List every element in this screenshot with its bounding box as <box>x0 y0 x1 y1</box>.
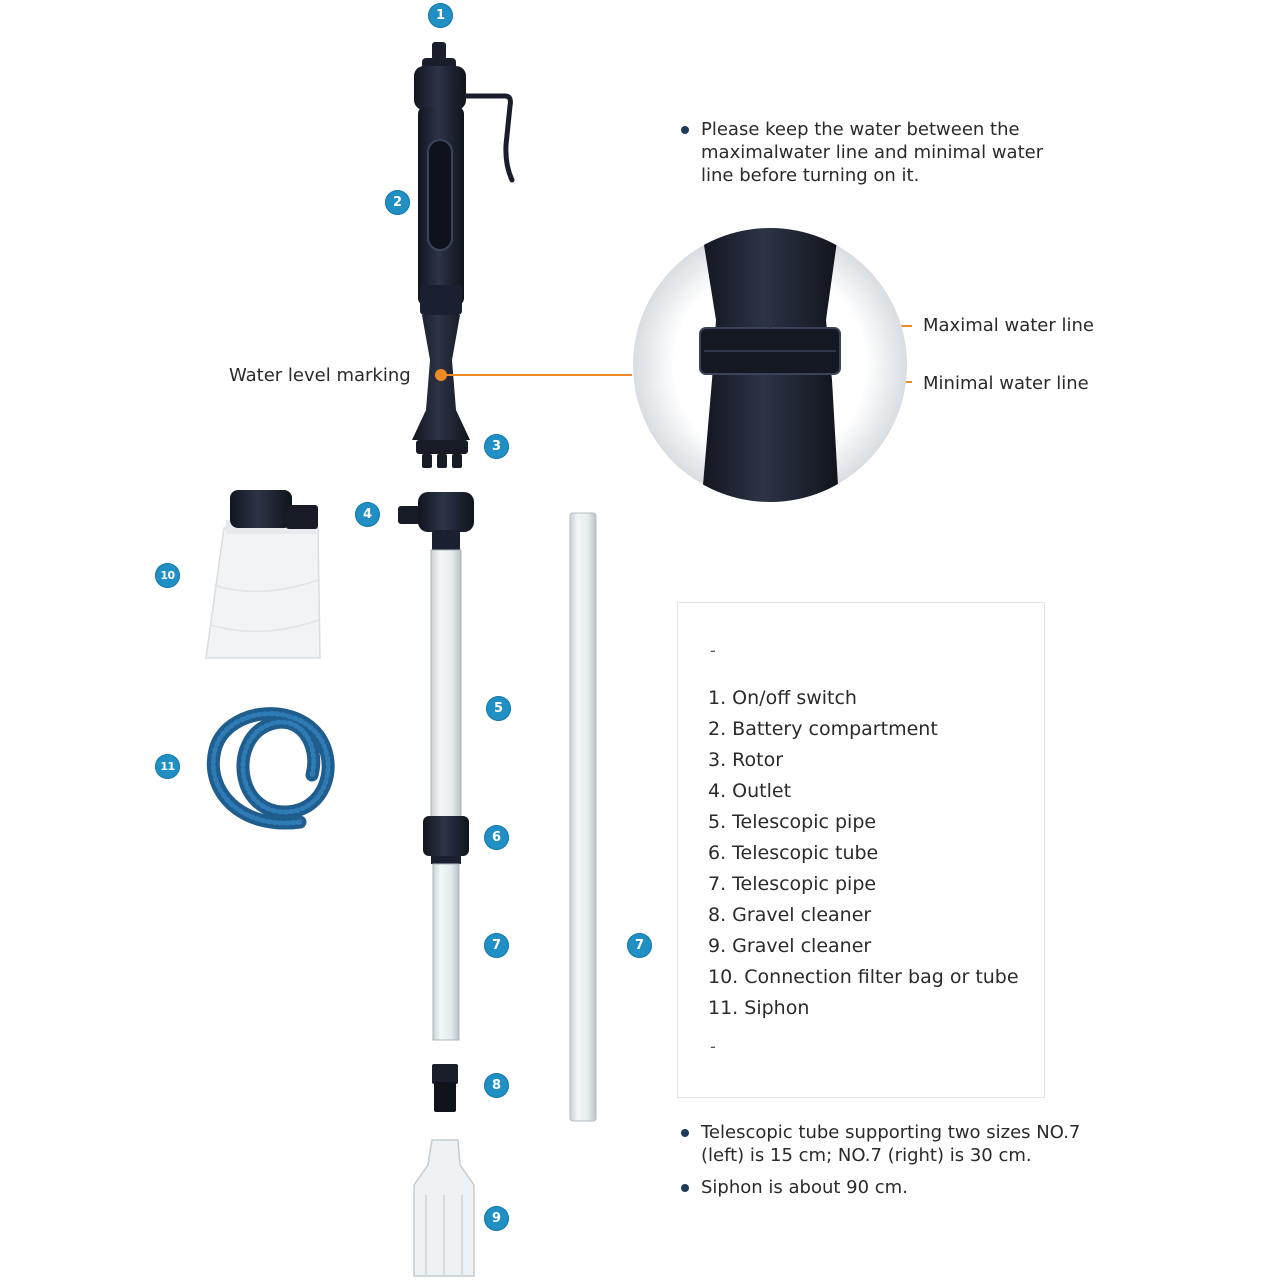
legend-list: 1. On/off switch 2. Battery compartment … <box>708 686 1019 1027</box>
legend-bottom-dash: - <box>710 1037 716 1056</box>
legend-item: 3. Rotor <box>708 749 784 771</box>
badge-2: 2 <box>385 190 410 215</box>
legend-item: 9. Gravel cleaner <box>708 935 872 957</box>
gravel-cleaner-9 <box>413 1139 475 1277</box>
legend-item: 5. Telescopic pipe <box>708 811 877 833</box>
siphon-hose-11 <box>206 707 335 830</box>
badge-6: 6 <box>484 825 509 850</box>
legend-item: 6. Telescopic tube <box>708 842 879 864</box>
legend-item: 11. Siphon <box>708 997 810 1019</box>
legend-item: 10. Connection filter bag or tube <box>708 966 1019 988</box>
outlet-part <box>398 492 474 552</box>
badge-1: 1 <box>428 3 453 28</box>
badge-10: 10 <box>155 563 180 588</box>
telescopic-pipe-7-left <box>432 863 460 1041</box>
note-telescopic: Telescopic tube supporting two sizes NO.… <box>681 1121 1101 1167</box>
zoom-circle <box>633 228 907 502</box>
minimal-water-line-label: Minimal water line <box>923 373 1089 394</box>
gravel-cleaner-8 <box>432 1064 458 1112</box>
note-top: Please keep the water between the maxima… <box>681 118 1071 187</box>
badge-7-right: 7 <box>627 933 652 958</box>
note-top-text: Please keep the water between the maxima… <box>701 119 1044 186</box>
bullet-dot <box>681 1184 689 1192</box>
note-siphon-text: Siphon is about 90 cm. <box>701 1177 908 1198</box>
telescopic-tube-6 <box>423 816 469 864</box>
water-level-marking-label: Water level marking <box>229 365 411 386</box>
legend-top-dash: - <box>710 641 716 660</box>
legend-item: 4. Outlet <box>708 780 792 802</box>
legend-box: - 1. On/off switch 2. Battery compartmen… <box>677 602 1045 1098</box>
telescopic-pipe-7-right <box>569 512 597 1122</box>
note-siphon: Siphon is about 90 cm. <box>681 1176 1071 1199</box>
bullet-dot <box>681 1129 689 1137</box>
note-telescopic-text: Telescopic tube supporting two sizes NO.… <box>701 1122 1081 1166</box>
legend-item: 2. Battery compartment <box>708 718 938 740</box>
pump-body <box>412 42 515 468</box>
legend-item: 1. On/off switch <box>708 687 857 709</box>
telescopic-pipe-5 <box>430 549 462 823</box>
badge-7-left: 7 <box>484 933 509 958</box>
bullet-dot <box>681 126 689 134</box>
badge-11: 11 <box>155 754 180 779</box>
badge-8: 8 <box>484 1073 509 1098</box>
badge-3: 3 <box>484 434 509 459</box>
badge-4: 4 <box>355 502 380 527</box>
legend-item: 8. Gravel cleaner <box>708 904 872 926</box>
maximal-water-line-label: Maximal water line <box>923 315 1094 336</box>
legend-item: 7. Telescopic pipe <box>708 873 877 895</box>
filter-bag-10 <box>205 490 321 659</box>
badge-5: 5 <box>486 696 511 721</box>
badge-9: 9 <box>484 1206 509 1231</box>
